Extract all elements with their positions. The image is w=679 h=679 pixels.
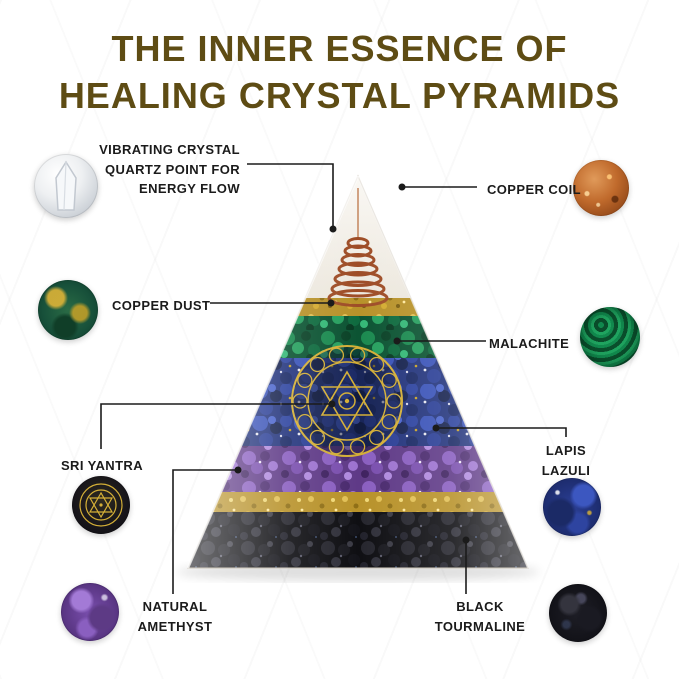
title-line-2: HEALING CRYSTAL PYRAMIDS [58,74,621,116]
pyramid-edges [186,174,529,569]
sri-yantra-icon [79,483,123,527]
crystal-point-icon [55,160,77,211]
sri-yantra-thumbnail [72,476,130,534]
callout-line-sri-yantra [100,403,330,449]
tourmaline-thumbnail [549,584,607,642]
callout-label-malachite: MALACHITE [489,336,570,351]
malachite-thumbnail [580,307,640,367]
callout-label-copper-dust: COPPER DUST [112,298,211,313]
callout-label-amethyst: NATURAL AMETHYST [137,599,213,634]
amethyst-thumbnail [61,583,119,641]
callout-label-tourmaline: BLACK TOURMALINE [434,599,526,634]
callout-dots [234,183,470,544]
callout-line-amethyst [172,469,238,594]
page-title: THE INNER ESSENCE OF HEALING CRYSTAL PYR… [0,26,679,120]
callout-label-quartz: VIBRATING CRYSTAL QUARTZ POINT FOR ENERG… [99,142,240,196]
lapis-lazuli-thumbnail [543,478,601,536]
callout-label-copper-coil: COPPER COIL [487,182,581,197]
callout-lines [100,163,567,594]
callout-label-lapis: LAPIS LAZULI [541,443,591,478]
copper-dust-thumbnail [38,280,98,340]
callout-line-quartz [247,163,334,229]
title-line-1: THE INNER ESSENCE OF [111,28,568,69]
callout-label-sri-yantra: SRI YANTRA [60,458,144,473]
quartz-crystal-thumbnail [34,154,98,218]
callout-line-lapis [436,427,567,437]
copper-coil-thumbnail [573,160,629,216]
